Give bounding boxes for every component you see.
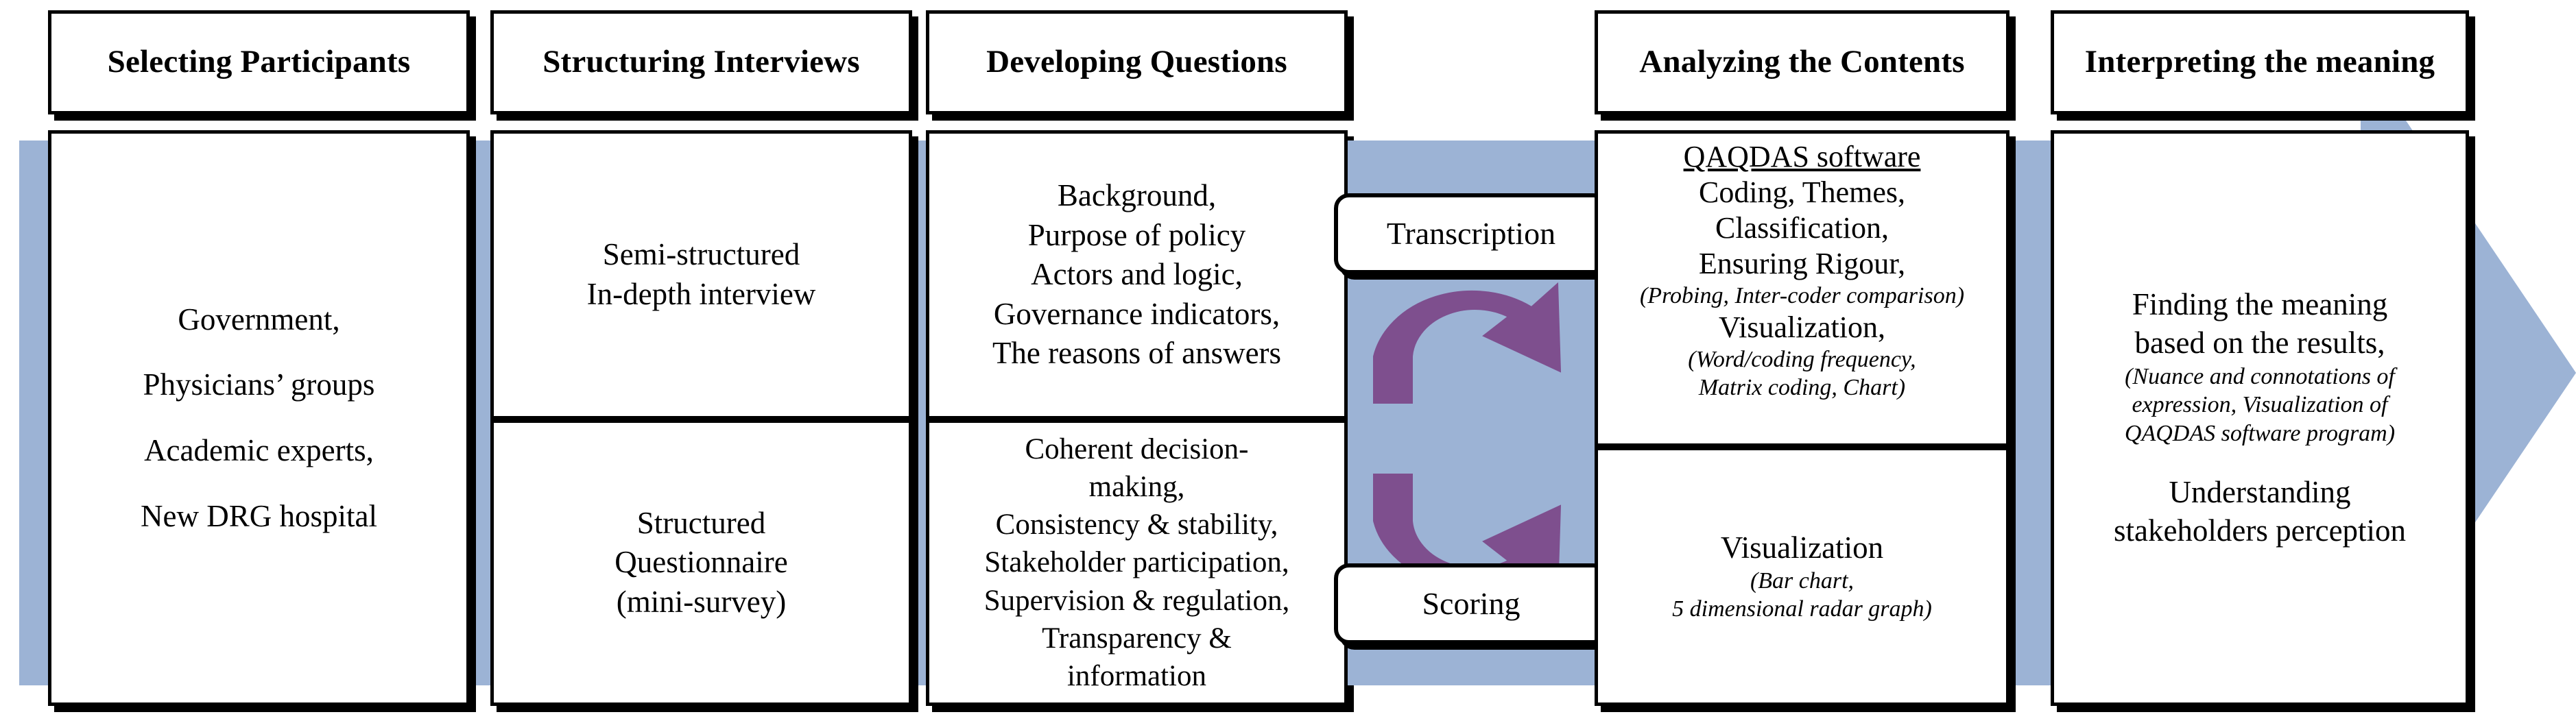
column-header-label: Developing Questions	[986, 44, 1287, 80]
text-line: making,	[1088, 471, 1185, 504]
text-line: Visualization,	[1719, 310, 1885, 345]
column-cell-questions-open: Background, Purpose of policy Actors and…	[926, 130, 1348, 419]
text-line: Coherent decision-	[1025, 433, 1249, 466]
column-header-label: Analyzing the Contents	[1639, 43, 1964, 81]
cycle-label-transcription: Transcription	[1334, 193, 1608, 274]
text-line: Ensuring Rigour,	[1698, 246, 1906, 280]
text-spacer	[141, 471, 377, 497]
text-line: Consistency & stability,	[995, 509, 1278, 541]
text-spacer	[2114, 448, 2406, 474]
text-line: New DRG hospital	[141, 498, 377, 533]
text-line: information	[1066, 659, 1206, 692]
cycle-label-text: Transcription	[1386, 216, 1556, 251]
text-line: Supervision & regulation,	[983, 584, 1290, 617]
column-header-analyzing-contents: Analyzing the Contents	[1595, 10, 2009, 114]
column-cell-analysis-visualization: Visualization (Bar chart, 5 dimensional …	[1595, 447, 2009, 706]
text-line: Physicians’ groups	[143, 367, 375, 402]
column-cell-participants-list: Government, Physicians’ groups Academic …	[48, 130, 470, 706]
text-line: The reasons of answers	[992, 336, 1282, 371]
column-cell-analysis-qaqdas: QAQDAS software Coding, Themes, Classifi…	[1595, 130, 2009, 447]
text-line: Finding the meaning	[2132, 287, 2388, 322]
cell-text: Visualization (Bar chart, 5 dimensional …	[1672, 529, 1932, 624]
text-line: Stakeholder participation,	[984, 546, 1289, 579]
cell-text: Finding the meaning based on the results…	[2114, 286, 2406, 550]
text-line-italic: QAQDAS software program)	[2124, 420, 2396, 446]
column-header-structuring-interviews: Structuring Interviews	[490, 10, 912, 114]
text-line: Governance indicators,	[993, 296, 1280, 331]
text-line: stakeholders perception	[2113, 513, 2407, 548]
text-line: Actors and logic,	[1031, 257, 1243, 292]
column-header-label: Interpreting the meaning	[2085, 43, 2435, 81]
text-line: Transparency &	[1042, 622, 1232, 655]
cell-text: Structured Questionnaire (mini-survey)	[615, 504, 787, 622]
column-cell-interview-structured: Structured Questionnaire (mini-survey)	[490, 419, 912, 706]
header-line: Interpreting the	[2084, 44, 2308, 80]
text-spacer	[141, 339, 377, 365]
cell-text: Background, Purpose of policy Actors and…	[992, 176, 1281, 374]
cell-text: Semi-structured In-depth interview	[587, 235, 816, 314]
text-line: Government,	[178, 302, 340, 337]
column-header-developing-questions: Developing Questions	[926, 10, 1348, 114]
text-spacer	[141, 405, 377, 431]
cell-text: Government, Physicians’ groups Academic …	[141, 300, 377, 536]
text-line: Structured	[636, 505, 766, 540]
cycle-label-text: Scoring	[1422, 586, 1520, 621]
cycle-label-scoring: Scoring	[1334, 563, 1608, 644]
text-line-italic: (Nuance and connotations of	[2125, 363, 2395, 389]
text-line: based on the results,	[2134, 326, 2385, 360]
text-line: Understanding	[2169, 475, 2351, 510]
text-line: Semi-structured	[602, 237, 800, 272]
header-line: Contents	[1839, 44, 1965, 80]
header-line: meaning	[2315, 44, 2435, 80]
text-line: Coding, Themes,	[1698, 175, 1906, 209]
cell-text: QAQDAS software Coding, Themes, Classifi…	[1640, 134, 1964, 402]
header-line: Analyzing the	[1639, 44, 1832, 80]
text-line-italic: expression, Visualization of	[2132, 392, 2388, 418]
text-line-italic: (Bar chart,	[1750, 567, 1855, 594]
text-line-underlined: QAQDAS software	[1683, 140, 1921, 173]
column-header-label: Selecting Participants	[107, 44, 411, 80]
text-line: (mini-survey)	[616, 584, 787, 619]
text-line-italic: (Word/coding frequency,	[1688, 347, 1916, 372]
column-header-selecting-participants: Selecting Participants	[48, 10, 470, 114]
column-cell-questions-governance: Coherent decision- making, Consistency &…	[926, 419, 1348, 706]
text-line: Background,	[1057, 178, 1217, 213]
text-line: Visualization	[1720, 530, 1884, 565]
text-line: In-depth interview	[586, 277, 816, 311]
text-line-italic: (Probing, Inter-coder comparison)	[1639, 282, 1965, 308]
column-cell-interpretation-body: Finding the meaning based on the results…	[2051, 130, 2469, 706]
text-line-italic: 5 dimensional radar graph)	[1672, 596, 1932, 622]
column-header-interpreting-meaning: Interpreting the meaning	[2051, 10, 2469, 114]
cell-text: Coherent decision- making, Consistency &…	[984, 430, 1289, 694]
column-header-label: Structuring Interviews	[542, 44, 860, 80]
text-line: Purpose of policy	[1027, 217, 1246, 252]
column-cell-interview-semi-structured: Semi-structured In-depth interview	[490, 130, 912, 419]
text-line-italic: Matrix coding, Chart)	[1698, 375, 1906, 401]
text-line: Academic experts,	[144, 433, 374, 467]
text-line: Classification,	[1715, 210, 1889, 245]
text-line: Questionnaire	[615, 545, 788, 580]
